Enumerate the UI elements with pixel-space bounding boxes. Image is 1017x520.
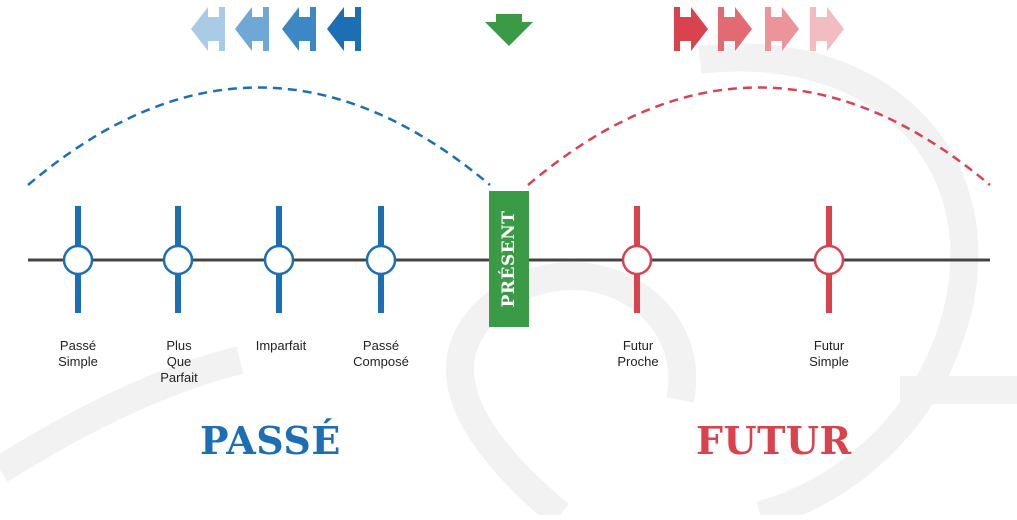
tense-label-imparfait: Imparfait: [255, 338, 307, 353]
tense-label-plus-que-parfait: Plus Que Parfait: [160, 338, 198, 385]
future-title: FUTUR: [696, 418, 852, 463]
future-arrow-icon-2: [718, 7, 752, 51]
past-node-2: [162, 244, 194, 276]
future-arrow-icon-3: [765, 7, 799, 51]
tense-label-futur-simple: Futur Simple: [809, 338, 849, 369]
tense-label-passe-simple: Passé Simple: [58, 338, 98, 369]
present-label: PRÉSENT: [499, 210, 519, 308]
present-down-arrow-icon: [485, 14, 533, 46]
past-arrow-icon-1: [191, 7, 225, 51]
past-arrow-icon-2: [235, 7, 269, 51]
tense-label-futur-proche: Futur Proche: [617, 338, 659, 369]
tense-label-passe-compose: Passé Composé: [353, 338, 409, 369]
future-arc: [527, 86, 991, 186]
future-node-2: [813, 244, 845, 276]
past-node-3: [263, 244, 295, 276]
past-arrow-icon-3: [282, 7, 316, 51]
future-node-1: [621, 244, 653, 276]
future-arrow-icon-1: [674, 7, 708, 51]
future-arrow-icon-4: [810, 7, 844, 51]
past-title: PASSÉ: [200, 418, 341, 463]
present-marker: PRÉSENT: [489, 191, 529, 327]
past-node-4: [365, 244, 397, 276]
past-arrow-icon-4: [327, 7, 361, 51]
past-arc: [27, 86, 491, 186]
past-node-1: [62, 244, 94, 276]
